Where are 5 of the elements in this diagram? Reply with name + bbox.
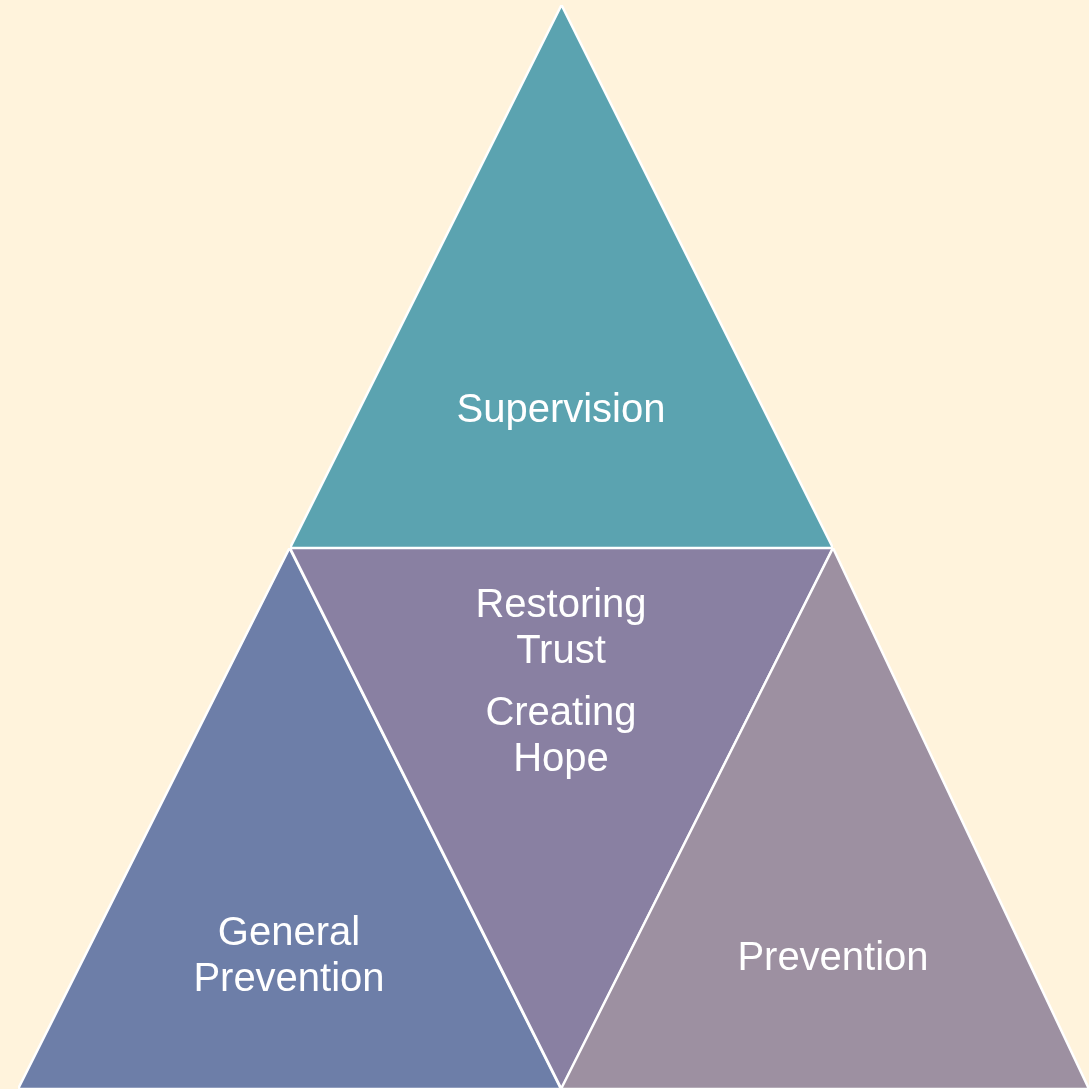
segment-label: Restoring Trust [474,580,648,672]
segment-label: Creating Hope [484,688,638,780]
segment-label: Supervision [456,385,666,431]
segment-label: General Prevention [192,908,386,1000]
segment-label: Prevention [737,933,929,979]
